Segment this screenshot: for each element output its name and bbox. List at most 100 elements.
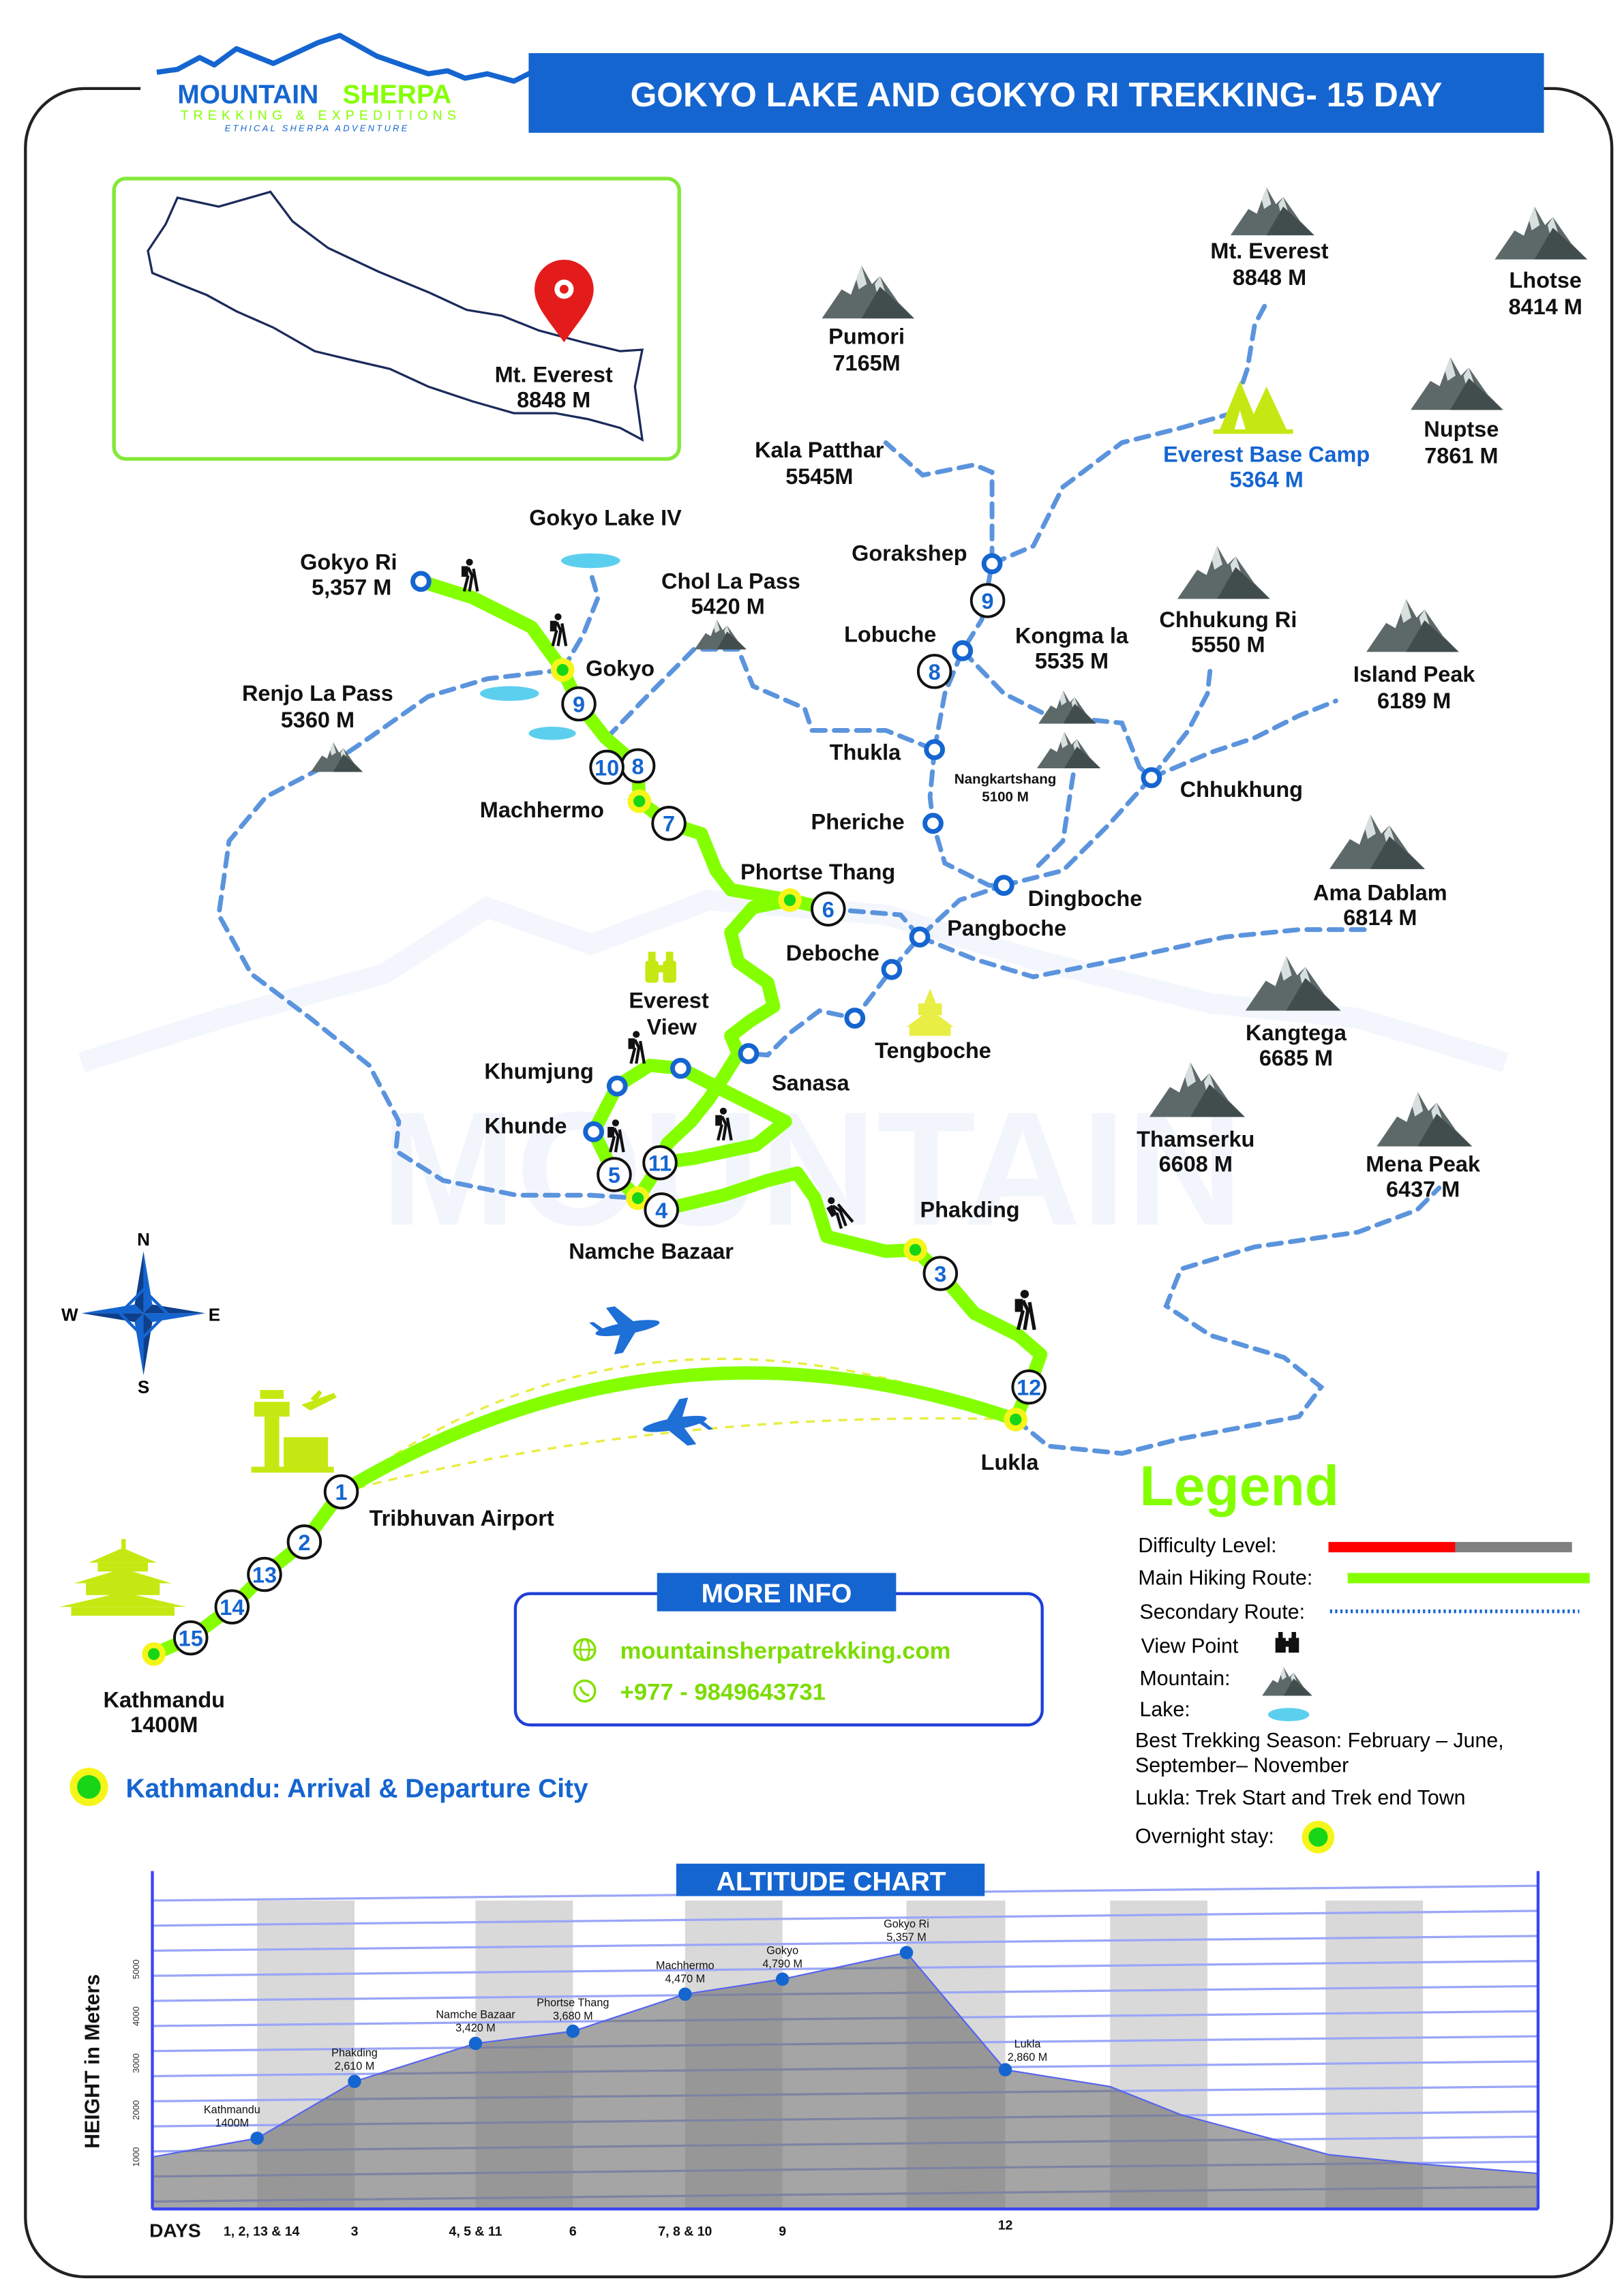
waypoint-marker (881, 958, 903, 980)
waypoint-marker (670, 1057, 691, 1079)
map-label: Everest Base Camp (1163, 442, 1370, 466)
hiker-icon (629, 1031, 644, 1063)
lake-icon (528, 727, 576, 740)
map-label: Gokyo Ri (300, 550, 397, 575)
legend-main-route-label: Main Hiking Route: (1138, 1567, 1312, 1590)
mountain-icon (1411, 357, 1503, 410)
legend: Legend Difficulty Level: Main Hiking Rou… (1135, 1455, 1590, 1854)
stage-number: 2 (298, 1530, 310, 1555)
map-label: Dingboche (1028, 886, 1143, 911)
mountain-icon (1245, 956, 1341, 1011)
chart-point-label: 3,420 M (455, 2022, 496, 2034)
map-label: Kangtega (1246, 1021, 1347, 1045)
stage-marker (1011, 1369, 1047, 1405)
stage-marker (651, 806, 687, 841)
chart-point (250, 2131, 264, 2145)
globe-icon (573, 1638, 597, 1661)
map-label: Nuptse (1424, 417, 1499, 442)
website-link[interactable]: mountainsherpatrekking.com (620, 1638, 951, 1664)
lake-icon (561, 553, 620, 569)
map-label: Chhukung Ri (1159, 607, 1297, 632)
stage-marker (286, 1524, 322, 1560)
stage-number: 13 (252, 1562, 277, 1587)
logo-brand-1: MOUNTAIN (177, 80, 318, 110)
airplane-icon (589, 1306, 660, 1355)
map-label: 5545M (785, 464, 853, 489)
chart-point (678, 1987, 692, 2001)
arrival-note-text: Kathmandu: Arrival & Departure City (125, 1774, 588, 1803)
stage-marker (969, 583, 1006, 618)
tent-icon (1213, 380, 1293, 434)
map-label: Kathmandu (104, 1687, 225, 1712)
waypoint-marker (993, 875, 1014, 896)
chart-point-name: Phakding (331, 2046, 378, 2059)
chart-day-label: 6 (569, 2224, 577, 2239)
map-label: Gorakshep (852, 541, 967, 566)
map-label: Nangkartshang (954, 771, 1057, 787)
map-label: Khumjung (484, 1059, 593, 1083)
mountain-icon (822, 265, 915, 319)
stage-marker (922, 1256, 959, 1291)
map-label: 5535 M (1035, 649, 1109, 674)
waypoint-marker (924, 739, 946, 760)
chart-day-label: 9 (779, 2224, 786, 2239)
hiker-icon (462, 559, 477, 592)
map-label: Pangboche (947, 916, 1066, 940)
chart-point (566, 2024, 580, 2038)
stage-number: 4 (655, 1198, 667, 1223)
chart-area (151, 1952, 1539, 2210)
stage-number: 14 (220, 1595, 244, 1620)
more-info-box: MORE INFO mountainsherpatrekking.com +97… (513, 1573, 1044, 1727)
waypoint-marker (1141, 767, 1162, 789)
chart-point-label: 4,790 M (762, 1958, 802, 1970)
chart-point-label: 3,680 M (553, 2010, 593, 2022)
map-label: 5550 M (1191, 633, 1265, 657)
chart-day-label: 3 (351, 2224, 359, 2239)
chart-point-name: Kathmandu (204, 2104, 260, 2116)
chart-day-label: 1, 2, 13 & 14 (224, 2224, 300, 2239)
legend-difficulty-label: Difficulty Level: (1138, 1535, 1276, 1557)
map-label: 5360 M (281, 708, 355, 732)
map-label: Chhukhung (1180, 777, 1303, 802)
airplane-icon (642, 1398, 713, 1446)
mountain-icon (1366, 599, 1459, 652)
monastery-icon (906, 988, 954, 1036)
overnight-stay-dot (783, 894, 796, 907)
flight-route (334, 1357, 1023, 1499)
map-label: Tengboche (875, 1038, 991, 1063)
map-label: 1400M (130, 1712, 198, 1737)
stage-number: 1 (335, 1480, 347, 1505)
logo-tagline: TREKKING & EXPEDITIONS (181, 108, 461, 123)
map-label: Lobuche (844, 622, 936, 647)
chart-day-label: 7, 8 & 10 (658, 2224, 712, 2239)
map-label: 5,357 M (312, 575, 391, 599)
chart-point-name: Gokyo (766, 1944, 798, 1957)
legend-overnight-label: Overnight stay: (1135, 1825, 1274, 1847)
stage-marker (214, 1589, 250, 1625)
stage-number: 3 (934, 1262, 946, 1286)
legend-secondary-route-label: Secondary Route: (1140, 1601, 1306, 1623)
map-label: Gokyo (586, 656, 655, 680)
hiker-icon (550, 614, 566, 646)
chart-point-label: 5,357 M (886, 1931, 927, 1944)
stage-marker (323, 1474, 359, 1510)
hiker-icon (1015, 1290, 1035, 1330)
stage-number: 8 (632, 754, 644, 779)
phone-link[interactable]: +977 - 9849643731 (620, 1680, 826, 1706)
waypoint-marker (583, 1121, 605, 1143)
map-label: Pumori (828, 324, 905, 348)
page-title: GOKYO LAKE AND GOKYO RI TREKKING- 15 DAY (631, 76, 1443, 114)
logo-subtagline: ETHICAL SHERPA ADVENTURE (225, 123, 410, 134)
chart-point-label: 1400M (215, 2117, 250, 2129)
map-label: Lukla (981, 1450, 1040, 1475)
mountain-icon (1036, 731, 1101, 768)
map-label: Pheriche (811, 809, 905, 834)
map-label: Island Peak (1353, 662, 1476, 686)
chart-y-tick: 2000 (131, 2100, 141, 2120)
legend-season-line-2: September– November (1135, 1755, 1349, 1777)
secondary-routes (216, 300, 1442, 1456)
chart-point-label: 2,860 M (1008, 2051, 1048, 2064)
chart-point-name: Lukla (1014, 2038, 1042, 2051)
